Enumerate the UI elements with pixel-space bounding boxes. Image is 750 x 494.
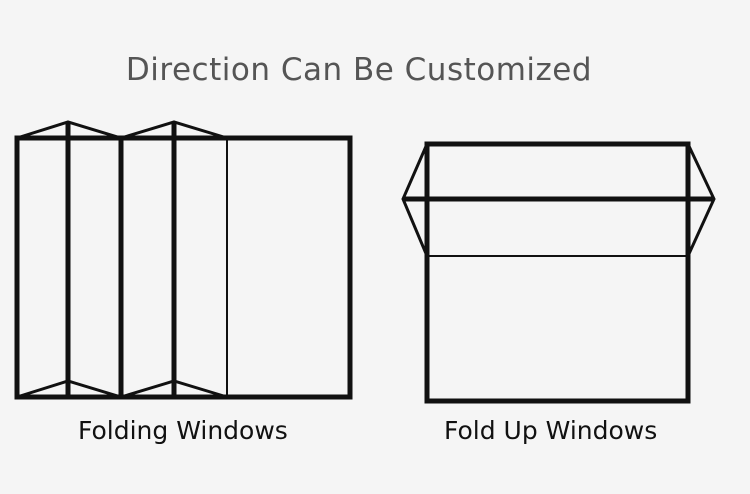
page-title: Direction Can Be Customized (125, 52, 593, 88)
folding-windows-diagram (14, 120, 353, 400)
folding-top-peaks (16, 120, 228, 140)
folding-frame (14, 135, 353, 400)
folding-windows-caption: Folding Windows (78, 416, 288, 445)
foldup-left-fold (401, 143, 429, 257)
fold-up-windows-caption: Fold Up Windows (444, 416, 658, 445)
foldup-frame (424, 141, 691, 404)
fold-up-windows-diagram (401, 141, 716, 404)
folding-bottom-peaks (16, 379, 228, 399)
foldup-right-fold (686, 143, 716, 257)
